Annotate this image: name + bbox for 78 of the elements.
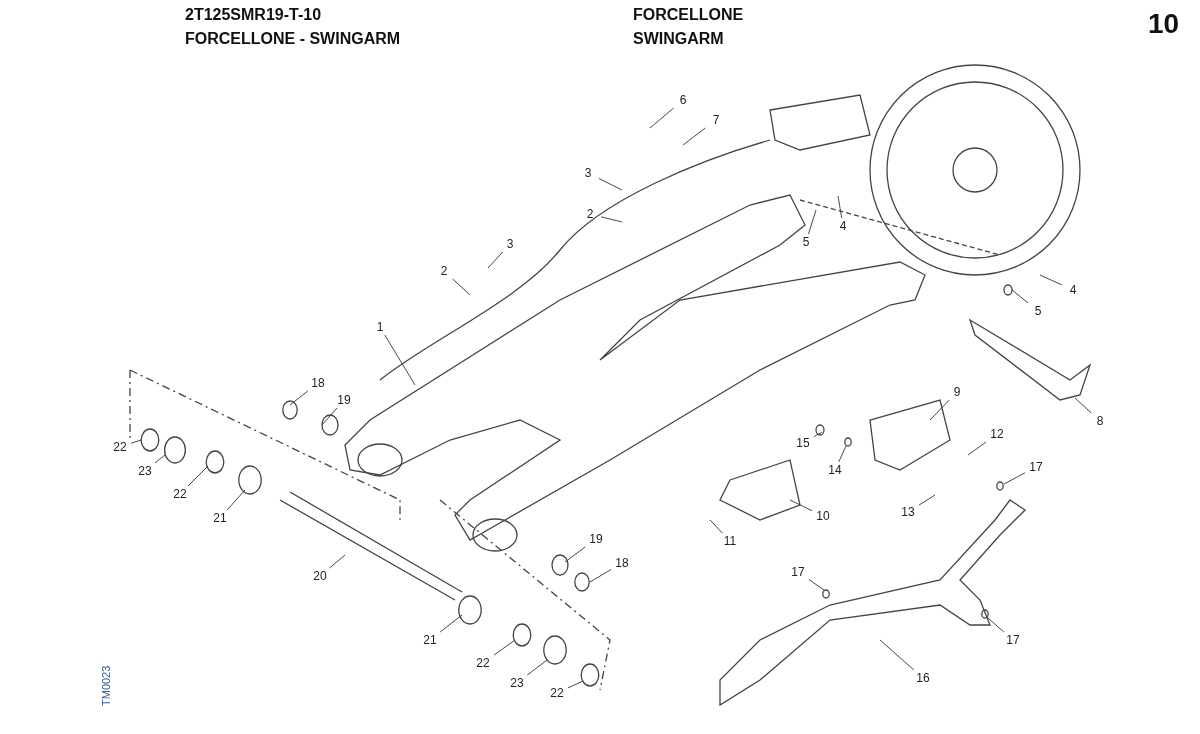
callout-number: 19 — [333, 392, 355, 408]
leader-line — [1011, 289, 1029, 304]
leader-line — [709, 519, 723, 534]
page-number: 10 — [1148, 8, 1180, 40]
callout-number: 17 — [787, 564, 809, 580]
callout-number: 23 — [506, 675, 528, 691]
callout-number: 21 — [209, 510, 231, 526]
leader-line — [682, 127, 706, 146]
callout-number: 4 — [1062, 282, 1084, 298]
leader-line — [1074, 397, 1092, 414]
callout-number: 16 — [912, 670, 934, 686]
callout-number: 1 — [369, 319, 391, 335]
callout-number: 10 — [812, 508, 834, 524]
page-title: SWINGARM — [633, 30, 724, 48]
leader-line — [808, 209, 817, 235]
leader-line — [600, 216, 623, 223]
callout-number: 18 — [611, 555, 633, 571]
callout-number: 6 — [672, 92, 694, 108]
leader-line — [226, 489, 246, 511]
callout-number: 18 — [307, 375, 329, 391]
callout-number: 2 — [433, 263, 455, 279]
leader-line — [808, 579, 825, 591]
leader-line — [813, 431, 823, 438]
callout-number: 5 — [795, 234, 817, 250]
leader-line — [526, 659, 548, 676]
leader-line — [837, 195, 843, 219]
leader-line — [384, 334, 416, 386]
callout-number: 22 — [546, 685, 568, 701]
callout-number: 7 — [705, 112, 727, 128]
callout-number: 14 — [824, 462, 846, 478]
leader-line — [589, 569, 612, 583]
leader-line — [929, 399, 950, 421]
leader-line — [838, 445, 847, 463]
callout-number: 13 — [897, 504, 919, 520]
leader-line — [154, 454, 166, 464]
callout-number: 17 — [1025, 459, 1047, 475]
leader-line — [329, 554, 346, 569]
callout-number: 11 — [719, 533, 741, 549]
callout-number: 8 — [1089, 413, 1111, 429]
leader-line — [289, 390, 309, 406]
leader-line — [564, 546, 586, 563]
leader-line — [967, 441, 987, 456]
callout-number: 21 — [419, 632, 441, 648]
leader-line — [918, 494, 936, 506]
leader-line — [1039, 274, 1063, 286]
leader-line — [439, 614, 463, 633]
callout-number: 23 — [134, 463, 156, 479]
callout-number: 20 — [309, 568, 331, 584]
callout-number: 22 — [169, 486, 191, 502]
callout-number: 17 — [1002, 632, 1024, 648]
callout-number: 19 — [585, 531, 607, 547]
leader-line — [567, 680, 584, 689]
leader-line — [598, 178, 623, 191]
callout-number: 3 — [499, 236, 521, 252]
callout-number: 3 — [577, 165, 599, 181]
leader-line — [493, 639, 516, 656]
callout-number: 12 — [986, 426, 1008, 442]
callout-number: 5 — [1027, 303, 1049, 319]
drawing-code: TM0023 — [100, 665, 112, 706]
leader-line — [321, 407, 338, 426]
leader-line — [487, 251, 504, 269]
leader-line — [1003, 472, 1026, 485]
callout-number: 4 — [832, 218, 854, 234]
callout-number: 2 — [579, 206, 601, 222]
page-title: FORCELLONE - SWINGARM — [185, 30, 401, 48]
leader-line — [187, 465, 209, 487]
leader-line — [879, 639, 915, 671]
callout-number: 15 — [792, 435, 814, 451]
callout-number: 22 — [472, 655, 494, 671]
leader-line — [987, 617, 1005, 633]
callout-number: 22 — [109, 439, 131, 455]
page-title: FORCELLONE — [633, 6, 744, 24]
leader-line — [452, 278, 471, 296]
leader-line — [130, 439, 142, 444]
drawing-code: 2T125SMR19-T-10 — [185, 6, 322, 24]
leader-line — [649, 107, 675, 129]
leader-line — [789, 499, 813, 512]
callout-number: 9 — [946, 384, 968, 400]
